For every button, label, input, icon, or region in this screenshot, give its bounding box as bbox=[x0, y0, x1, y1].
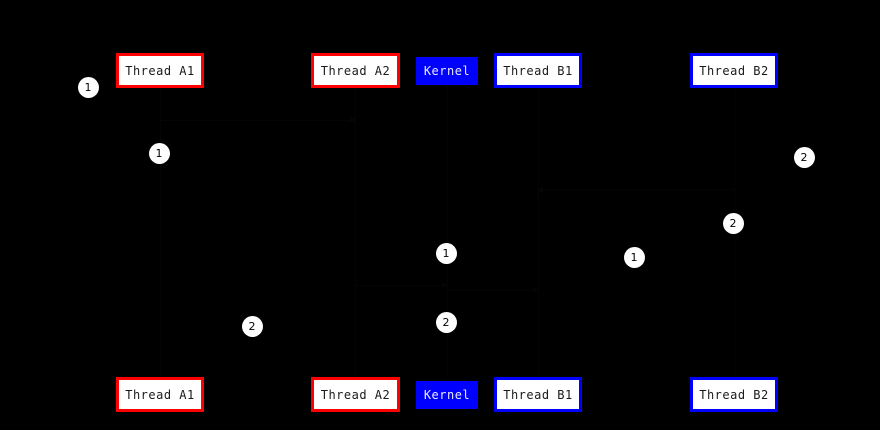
participant-label: Kernel bbox=[423, 64, 471, 78]
message-arrow-a2-to-kernel bbox=[355, 282, 448, 288]
message-arrow-b2-to-b1 bbox=[538, 189, 734, 190]
participant-label: Thread A2 bbox=[320, 387, 391, 402]
participant-label: Thread B1 bbox=[503, 63, 573, 78]
participant-thread-a2-top[interactable]: Thread A2 bbox=[311, 53, 400, 88]
step-number: 2 bbox=[442, 315, 450, 329]
step-badge: 1 bbox=[77, 76, 99, 98]
participant-thread-b2-bottom[interactable]: Thread B2 bbox=[690, 377, 778, 412]
participant-thread-b2-top[interactable]: Thread B2 bbox=[690, 53, 778, 88]
step-badge: 1 bbox=[623, 246, 645, 268]
step-number: 1 bbox=[84, 80, 92, 94]
step-number: 1 bbox=[155, 146, 163, 160]
step-number: 2 bbox=[729, 216, 737, 230]
participant-thread-a2-bottom[interactable]: Thread A2 bbox=[311, 377, 400, 412]
participant-kernel-bottom[interactable]: Kernel bbox=[416, 381, 478, 409]
participant-label: Kernel bbox=[423, 388, 471, 402]
lifeline-thread-a1 bbox=[160, 88, 161, 377]
participant-thread-a1-top[interactable]: Thread A1 bbox=[116, 53, 204, 88]
participant-label: Thread A2 bbox=[320, 63, 391, 78]
participant-label: Thread A1 bbox=[125, 63, 195, 78]
lifeline-thread-b1 bbox=[538, 88, 539, 377]
step-badge: 2 bbox=[435, 311, 457, 333]
step-badge: 1 bbox=[148, 142, 170, 164]
participant-thread-b1-bottom[interactable]: Thread B1 bbox=[494, 377, 582, 412]
participant-label: Thread B2 bbox=[699, 63, 769, 78]
step-number: 2 bbox=[800, 150, 808, 164]
step-number: 1 bbox=[442, 246, 450, 260]
step-badge: 2 bbox=[241, 315, 263, 337]
step-number: 1 bbox=[630, 250, 638, 264]
participant-label: Thread B1 bbox=[503, 387, 573, 402]
participant-label: Thread A1 bbox=[125, 387, 195, 402]
step-badge: 2 bbox=[722, 212, 744, 234]
step-number: 2 bbox=[248, 319, 256, 333]
participant-thread-a1-bottom[interactable]: Thread A1 bbox=[116, 377, 204, 412]
message-arrow-kernel-to-b1 bbox=[447, 287, 539, 293]
lifeline-kernel bbox=[447, 85, 448, 377]
message-arrow-a1-to-a2 bbox=[160, 117, 356, 123]
step-badge: 2 bbox=[793, 146, 815, 168]
participant-kernel-top[interactable]: Kernel bbox=[416, 57, 478, 85]
participant-thread-b1-top[interactable]: Thread B1 bbox=[494, 53, 582, 88]
lifeline-thread-a2 bbox=[355, 88, 356, 377]
participant-label: Thread B2 bbox=[699, 387, 769, 402]
step-badge: 1 bbox=[435, 242, 457, 264]
